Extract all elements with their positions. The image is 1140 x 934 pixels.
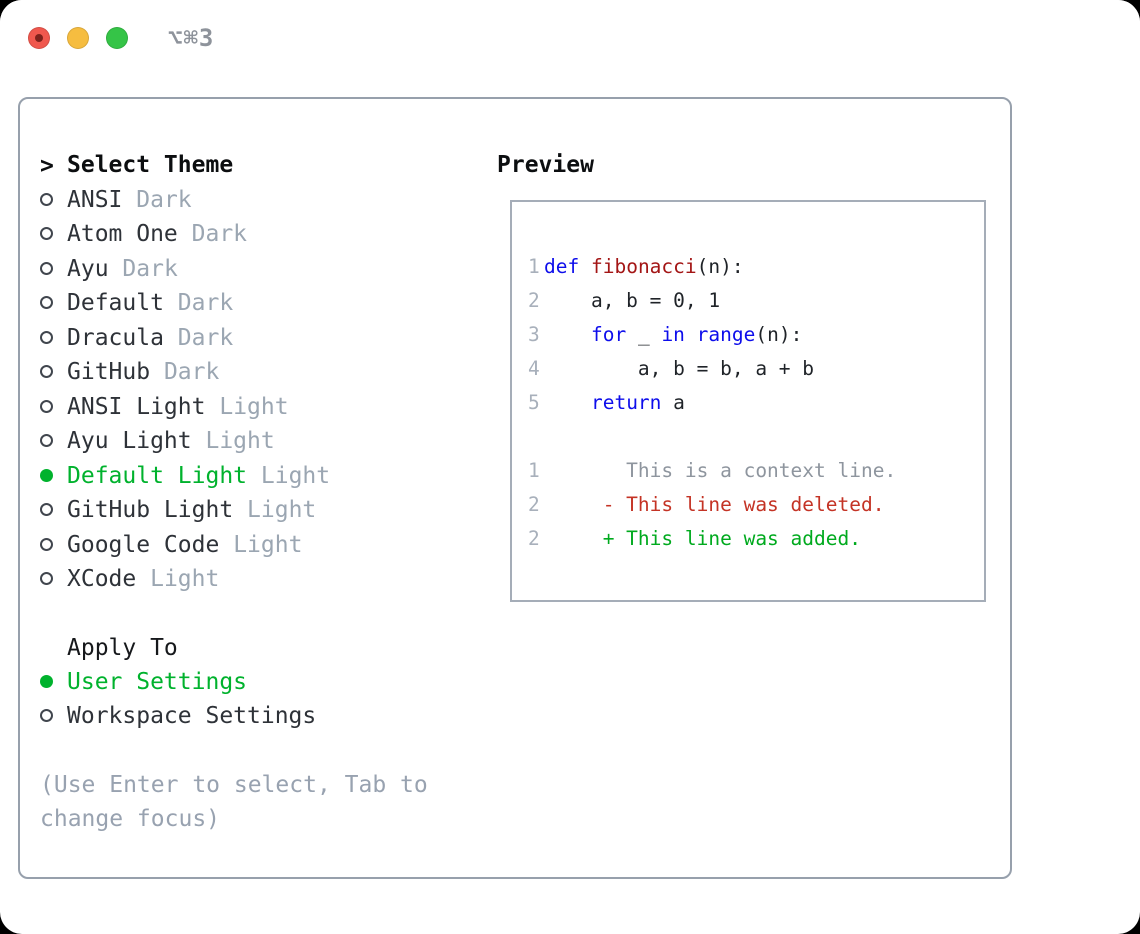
code-line-5: 5 return a: [528, 386, 972, 420]
theme-option-google-code-light[interactable]: Google Code Light: [40, 528, 480, 563]
theme-option-ansi-dark[interactable]: ANSI Dark: [40, 183, 480, 218]
variant-tag: Dark: [122, 255, 178, 282]
theme-option-default-dark[interactable]: Default Dark: [40, 286, 480, 321]
variant-tag: Dark: [177, 324, 234, 351]
variant-tag: Dark: [177, 290, 234, 316]
prompt-cursor-icon: >: [40, 152, 54, 179]
line-number: 3: [528, 323, 540, 346]
theme-option-github-light[interactable]: GitHub Light Light: [40, 493, 480, 528]
theme-option-dracula-dark[interactable]: Dracula Dark: [40, 321, 480, 356]
radio-unselected-icon: [40, 537, 53, 551]
radio-unselected-icon: [40, 572, 53, 585]
radio-unselected-icon: [40, 434, 53, 447]
apply-option-user-settings[interactable]: User Settings: [40, 665, 480, 700]
theme-option-ansi-light[interactable]: ANSI Light Light: [40, 390, 480, 425]
theme-option-github-dark[interactable]: GitHub Dark: [40, 355, 480, 390]
radio-unselected-icon: [40, 296, 53, 309]
radio-unselected-icon: [40, 227, 53, 240]
zoom-button[interactable]: [106, 27, 128, 49]
theme-option-xcode-light[interactable]: XCode Light: [40, 562, 480, 597]
radio-unselected-icon: [40, 709, 53, 722]
variant-tag: Light: [233, 531, 303, 558]
variant-tag: Light: [205, 428, 275, 454]
theme-selector-title: Select Theme: [67, 152, 234, 178]
apply-to-header: Apply To: [40, 631, 480, 665]
code-line-3: 3 for _ in range(n):: [528, 318, 972, 352]
diff-context-line: 1 This is a context line.: [528, 454, 972, 488]
preview-title: Preview: [497, 152, 594, 178]
variant-tag: Light: [150, 566, 220, 592]
minimize-button[interactable]: [67, 27, 89, 49]
apply-option-workspace-settings[interactable]: Workspace Settings: [40, 699, 480, 734]
theme-picker-panel: > Select Theme ANSI Dark Atom One Dark Ay…: [18, 97, 1012, 879]
theme-option-ayu-light[interactable]: Ayu Light Light: [40, 424, 480, 459]
close-button[interactable]: [28, 27, 50, 49]
window-title: ⌥⌘3: [168, 24, 215, 52]
line-number: 2: [528, 493, 540, 516]
radio-unselected-icon: [40, 365, 53, 378]
diff-deleted-line: 2 - This line was deleted.: [528, 488, 972, 522]
line-number: 5: [528, 391, 540, 414]
radio-unselected-icon: [40, 192, 53, 206]
radio-selected-icon: [40, 468, 53, 482]
code-line-2: 2 a, b = 0, 1: [528, 284, 972, 318]
theme-selector: > Select Theme ANSI Dark Atom One Dark Ay…: [40, 148, 480, 836]
theme-option-default-light[interactable]: Default Light Light: [40, 459, 480, 494]
code-line-4: 4 a, b = b, a + b: [528, 352, 972, 386]
line-number: 4: [528, 357, 540, 380]
theme-option-ayu-dark[interactable]: Ayu Dark: [40, 252, 480, 287]
variant-tag: Light: [247, 497, 317, 523]
variant-tag: Light: [219, 393, 289, 420]
variant-tag: Dark: [163, 359, 220, 385]
radio-selected-icon: [40, 674, 53, 688]
diff-added-line: 2 + This line was added.: [528, 522, 972, 556]
line-number: 1: [528, 459, 540, 482]
radio-unselected-icon: [40, 261, 53, 275]
variant-tag: Dark: [191, 221, 248, 247]
radio-unselected-icon: [40, 503, 53, 516]
theme-option-atom-one-dark[interactable]: Atom One Dark: [40, 217, 480, 252]
radio-unselected-icon: [40, 330, 53, 344]
diff-preview: 1 This is a context line. 2 - This line …: [528, 454, 972, 556]
help-text: (Use Enter to select, Tab to change focu…: [40, 771, 428, 832]
variant-tag: Light: [260, 462, 331, 489]
titlebar: ⌥⌘3: [0, 0, 1140, 76]
line-number: 2: [528, 289, 540, 312]
line-number: 1: [528, 255, 540, 278]
variant-tag: Dark: [136, 186, 192, 213]
theme-selector-header: > Select Theme: [40, 148, 480, 183]
apply-to-title: Apply To: [67, 634, 178, 661]
radio-unselected-icon: [40, 399, 53, 413]
line-number: 2: [528, 527, 540, 550]
